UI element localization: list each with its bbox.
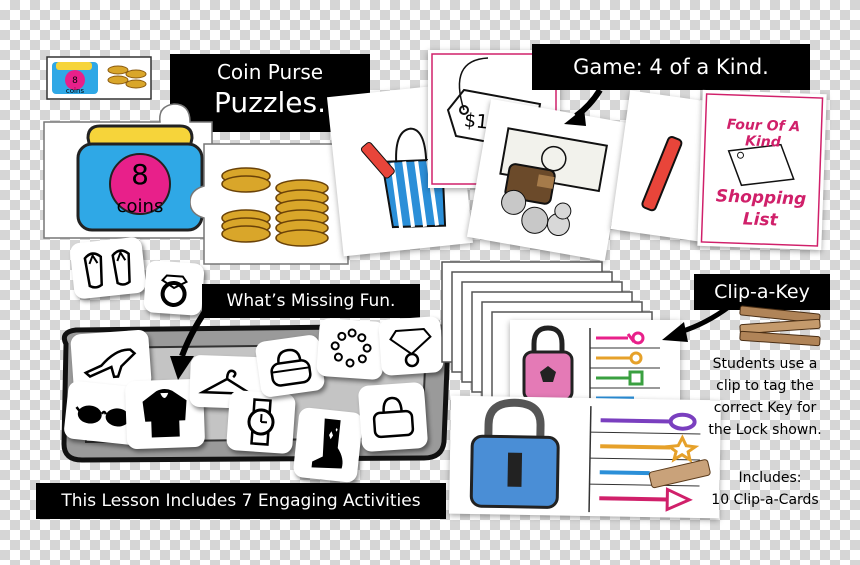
- hanger-tile: [189, 354, 265, 410]
- ring-tile: [143, 260, 205, 316]
- clip-a-key-heading: Clip-a-Key: [694, 274, 830, 310]
- clip-a-key-desc-3: correct Key for: [713, 400, 817, 416]
- clip-a-key-desc-2: clip to tag the: [716, 378, 814, 394]
- purse-word: coins: [116, 196, 164, 217]
- marker-icon: [641, 135, 683, 212]
- high-heel-tile: [70, 329, 152, 393]
- coin-purse-heading-line1: Coin Purse: [216, 60, 324, 84]
- svg-text:coins: coins: [66, 87, 85, 95]
- high-heel-icon: [83, 348, 137, 379]
- flip-flops-icon: [83, 249, 131, 289]
- clip-a-key-includes-1: Includes:: [738, 470, 802, 486]
- purse-tile: [254, 333, 326, 399]
- purse-number: 8: [131, 158, 149, 191]
- coin-purse-puzzle-piece: 8 coins: [40, 98, 215, 243]
- pink-lock-icon: [522, 325, 660, 406]
- marker-card: [610, 90, 720, 242]
- coins-puzzle-piece: [189, 140, 350, 266]
- whats-missing-heading-text: What’s Missing Fun.: [226, 291, 396, 311]
- ring-icon: [160, 274, 188, 307]
- boot-tile: [292, 406, 364, 484]
- purse-icon: [270, 348, 312, 387]
- watch-icon: [247, 398, 275, 446]
- handbag-icon: [372, 396, 415, 439]
- hanger-icon: [198, 369, 256, 396]
- coin-purse-heading: Coin Purse Puzzles.: [170, 54, 370, 132]
- shopping-list-title: Four Of A Kind: [726, 116, 801, 151]
- diamond-ring-icon: [389, 328, 432, 368]
- coin-purse-heading-line2: Puzzles.: [213, 86, 327, 119]
- hoodie-icon: [142, 389, 187, 438]
- clothespins-icon: [736, 304, 824, 348]
- game-heading: Game: 4 of a Kind.: [532, 44, 810, 90]
- necklace-icon: [330, 328, 372, 368]
- lesson-footer-text: This Lesson Includes 7 Engaging Activiti…: [61, 491, 421, 511]
- game-heading-text: Game: 4 of a Kind.: [573, 55, 769, 79]
- shopping-list-subtitle-1: Shopping: [715, 186, 807, 210]
- clip-a-key-desc-1: Students use a: [712, 356, 818, 372]
- clip-arrow-icon: [656, 300, 736, 348]
- money-card: [466, 98, 630, 262]
- blue-lock-card: [448, 395, 722, 519]
- flip-flops-tile: [69, 236, 147, 300]
- blue-lock-icon: [469, 398, 711, 513]
- mini-puzzle-preview: 8 coins: [46, 56, 152, 100]
- svg-text:8: 8: [72, 76, 78, 86]
- diamond-ring-tile: [378, 315, 444, 377]
- necklace-tile: [316, 317, 386, 381]
- clip-a-key-heading-text: Clip-a-Key: [714, 281, 810, 303]
- lesson-footer: This Lesson Includes 7 Engaging Activiti…: [36, 483, 446, 519]
- handbag-tile: [357, 381, 429, 453]
- boot-icon: [311, 418, 343, 469]
- game-arrow-icon: [560, 86, 610, 132]
- watch-tile: [225, 389, 297, 455]
- money-icon: [499, 127, 609, 236]
- pink-lock-card: [510, 320, 680, 408]
- whats-missing-heading: What’s Missing Fun.: [202, 284, 420, 318]
- clip-a-key-includes-2: 10 Clip-a-Cards: [711, 492, 819, 508]
- shopping-list-subtitle-2: List: [742, 209, 779, 231]
- missing-arrow-icon: [160, 304, 216, 384]
- hoodie-tile: [124, 378, 206, 450]
- clip-a-key-desc-4: the Lock shown.: [708, 422, 822, 438]
- shopping-list-card: Four Of A Kind Shopping List: [697, 89, 827, 251]
